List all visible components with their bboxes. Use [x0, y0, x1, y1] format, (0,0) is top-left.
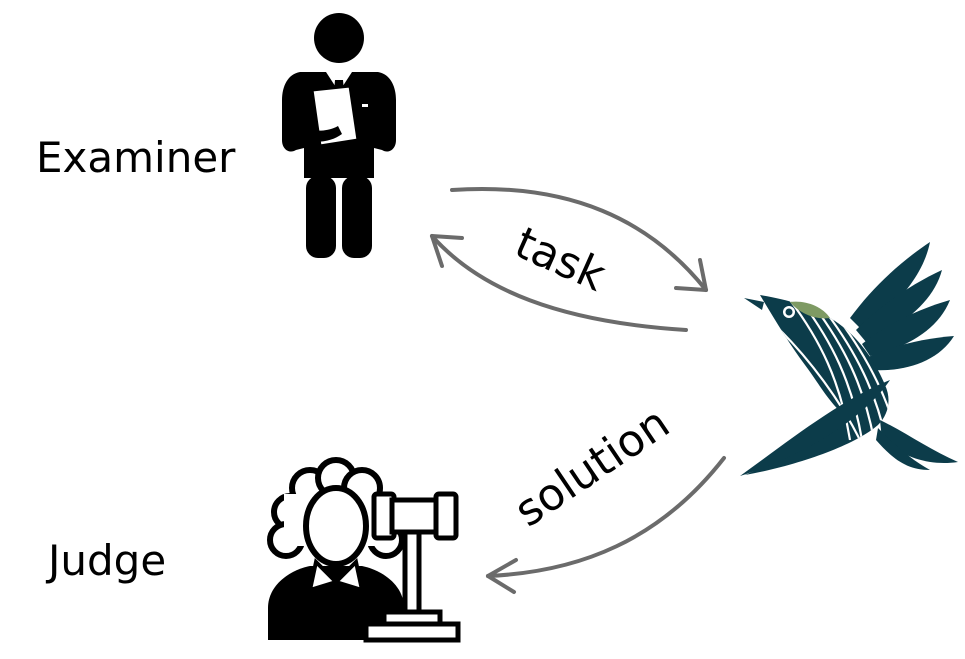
solution-arrow — [486, 456, 726, 594]
examiner-label: Examiner — [36, 133, 236, 182]
judge-with-gavel-icon — [267, 457, 461, 643]
examiner-person-icon — [282, 13, 396, 258]
bird-icon — [740, 242, 958, 476]
judge-label: Judge — [45, 536, 166, 585]
task-edge-label: task — [508, 217, 614, 301]
task-arrow-forward — [450, 187, 708, 292]
solution-edge-label: solution — [506, 397, 679, 537]
task-arrow-return — [430, 234, 688, 332]
